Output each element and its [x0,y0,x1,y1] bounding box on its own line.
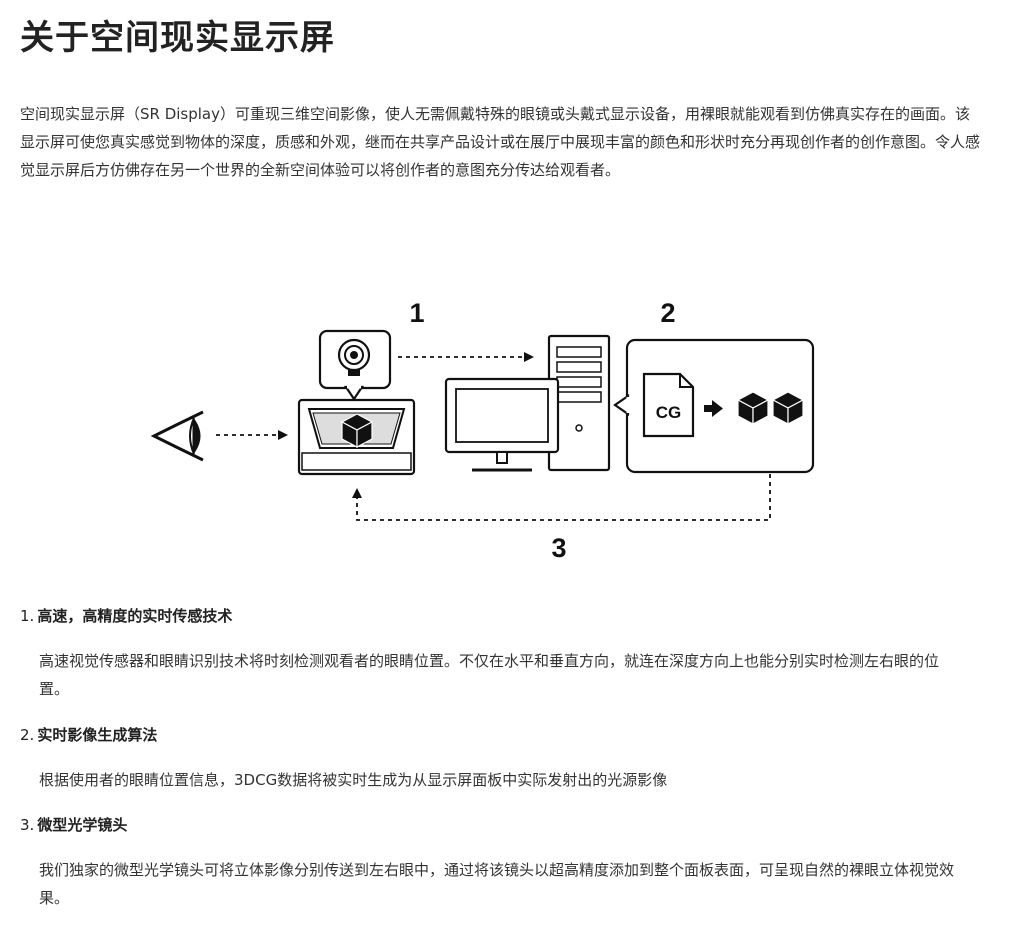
cube-icon [340,413,374,448]
cube-icon [771,391,805,425]
feature-title-2: 实时影像生成算法 [37,726,158,744]
feature-heading-1: 1.高速，高精度的实时传感技术 [20,605,232,627]
feature-title-1: 高速，高精度的实时传感技术 [37,607,233,625]
intro-paragraph: 空间现实显示屏（SR Display）可重现三维空间影像，使人无需佩戴特殊的眼镜… [20,105,981,179]
eye-icon [150,410,204,462]
cg-file-icon: CG [642,372,695,438]
feature-title-3: 微型光学镜头 [37,816,128,834]
page-title: 关于空间现实显示屏 [20,18,335,58]
step-number-1: 1 [409,298,424,328]
feature-number-1: 1. [20,607,35,625]
feature-description-1: 高速视觉传感器和眼睛识别技术将时刻检测观看者的眼睛位置。不仅在水平和垂直方向，就… [39,652,940,698]
feature-number-2: 2. [20,726,35,744]
feature-number-3: 3. [20,816,35,834]
arrow-return-to-display [352,474,771,521]
sr-display-diagram: CG 1 2 3 [150,298,815,563]
arrow-icon [704,400,723,417]
computer-icon [444,334,611,472]
arrow-camera-to-computer [398,352,534,362]
step-number-3: 3 [551,533,566,563]
camera-icon [318,329,392,401]
feature-heading-2: 2.实时影像生成算法 [20,724,157,746]
feature-description-3: 我们独家的微型光学镜头可将立体影像分别传送到左右眼中，通过将该镜头以超高精度添加… [39,861,955,907]
cube-icon [736,391,770,425]
feature-description-2: 根据使用者的眼睛位置信息，3DCG数据将被实时生成为从显示屏面板中实际发射出的光… [39,771,668,789]
feature-heading-3: 3.微型光学镜头 [20,814,127,836]
cg-label: CG [656,403,682,422]
arrow-eye-to-display [216,430,288,440]
step-number-2: 2 [660,298,675,328]
